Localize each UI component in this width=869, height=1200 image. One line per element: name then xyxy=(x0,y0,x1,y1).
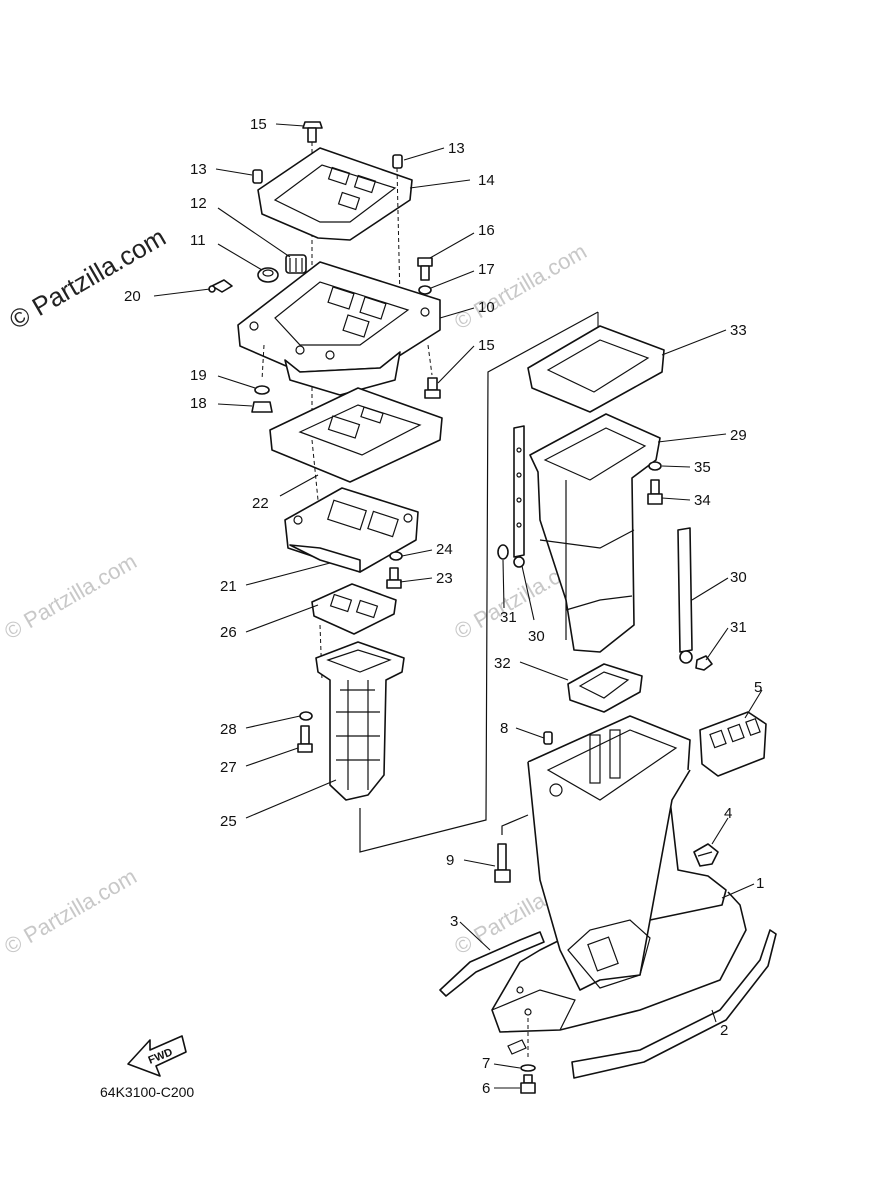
bolt-6 xyxy=(520,1074,536,1094)
seal-strip-3 xyxy=(439,931,545,997)
callout-8: 8 xyxy=(500,720,508,737)
callout-10: 10 xyxy=(478,299,495,316)
exhaust-guide-29 xyxy=(529,413,661,653)
callout-29: 29 xyxy=(730,427,747,444)
callout-30: 30 xyxy=(528,628,545,645)
washer-24 xyxy=(389,551,403,561)
gasket-22 xyxy=(269,387,443,501)
gasket-26 xyxy=(311,583,397,635)
bolt-15-lower xyxy=(424,377,441,399)
adapter-21 xyxy=(284,487,419,573)
grommet-4 xyxy=(693,843,719,867)
callout-26: 26 xyxy=(220,624,237,641)
callout-24: 24 xyxy=(436,541,453,558)
fwd-arrow-icon: FWD xyxy=(127,1035,187,1077)
dowel-8 xyxy=(543,731,553,745)
valve-12 xyxy=(285,254,307,274)
callout-13: 13 xyxy=(448,140,465,157)
dowel-13-left xyxy=(252,169,263,184)
callout-17: 17 xyxy=(478,261,495,278)
nut-31-right xyxy=(695,655,713,671)
assembly-frame xyxy=(359,311,599,853)
dowel-13-right xyxy=(392,154,403,169)
callout-13: 13 xyxy=(190,161,207,178)
callout-21: 21 xyxy=(220,578,237,595)
watermark-faint: © Partzilla.com xyxy=(0,549,141,645)
callout-16: 16 xyxy=(478,222,495,239)
grommet-31-left xyxy=(497,544,509,560)
watermark-main: © Partzilla.com xyxy=(4,222,171,336)
grommet-11 xyxy=(257,267,279,283)
fitting-7 xyxy=(507,1039,536,1072)
leader-lines xyxy=(153,123,763,1089)
callout-35: 35 xyxy=(694,459,711,476)
nut-18 xyxy=(251,401,273,413)
upper-casing-1 xyxy=(491,715,747,1033)
callout-12: 12 xyxy=(190,195,207,212)
fitting-20 xyxy=(208,279,233,293)
callout-6: 6 xyxy=(482,1080,490,1097)
manifold-10 xyxy=(237,261,441,396)
washer-28 xyxy=(299,711,313,721)
callout-31: 31 xyxy=(730,619,747,636)
callout-32: 32 xyxy=(494,655,511,672)
callout-20: 20 xyxy=(124,288,141,305)
gasket-33 xyxy=(527,325,665,413)
callout-4: 4 xyxy=(724,805,732,822)
seal-strip-30-right xyxy=(677,527,693,664)
damper-5 xyxy=(699,711,767,777)
exhaust-pipe-25 xyxy=(315,641,405,801)
callout-11: 11 xyxy=(190,232,206,249)
callout-31: 31 xyxy=(500,609,517,626)
watermark-faint: © Partzilla.com xyxy=(450,239,591,335)
bolt-23 xyxy=(386,567,402,589)
callout-5: 5 xyxy=(754,679,762,696)
seal-32 xyxy=(567,663,643,713)
callout-22: 22 xyxy=(252,495,269,512)
callout-18: 18 xyxy=(190,395,207,412)
watermark-faint: © Partzilla.com xyxy=(0,864,141,960)
seal-strip-30-left xyxy=(513,425,525,568)
callout-28: 28 xyxy=(220,721,237,738)
gasket-14 xyxy=(257,147,413,241)
callout-27: 27 xyxy=(220,759,237,776)
diagram-code: 64K3100-C200 xyxy=(100,1084,194,1100)
washer-17 xyxy=(418,285,432,295)
callout-labels: 15 13 13 14 12 11 20 16 17 10 15 19 18 2… xyxy=(124,116,764,1097)
callout-3: 3 xyxy=(450,913,458,930)
bolt-27 xyxy=(297,725,313,753)
seal-strip-2 xyxy=(571,929,777,1079)
callout-15: 15 xyxy=(478,337,495,354)
callout-19: 19 xyxy=(190,367,207,384)
bolt-9 xyxy=(494,843,511,883)
callout-25: 25 xyxy=(220,813,237,830)
callout-2: 2 xyxy=(720,1022,728,1039)
callout-9: 9 xyxy=(446,852,454,869)
callout-1: 1 xyxy=(756,875,764,892)
callout-14: 14 xyxy=(478,172,495,189)
bolt-34 xyxy=(647,479,663,505)
callout-34: 34 xyxy=(694,492,711,509)
washer-19 xyxy=(254,385,270,395)
callout-23: 23 xyxy=(436,570,453,587)
callout-33: 33 xyxy=(730,322,747,339)
callout-15: 15 xyxy=(250,116,267,133)
bolt-16 xyxy=(417,257,433,281)
washer-35 xyxy=(648,461,662,471)
callout-30: 30 xyxy=(730,569,747,586)
callout-7: 7 xyxy=(482,1055,490,1072)
